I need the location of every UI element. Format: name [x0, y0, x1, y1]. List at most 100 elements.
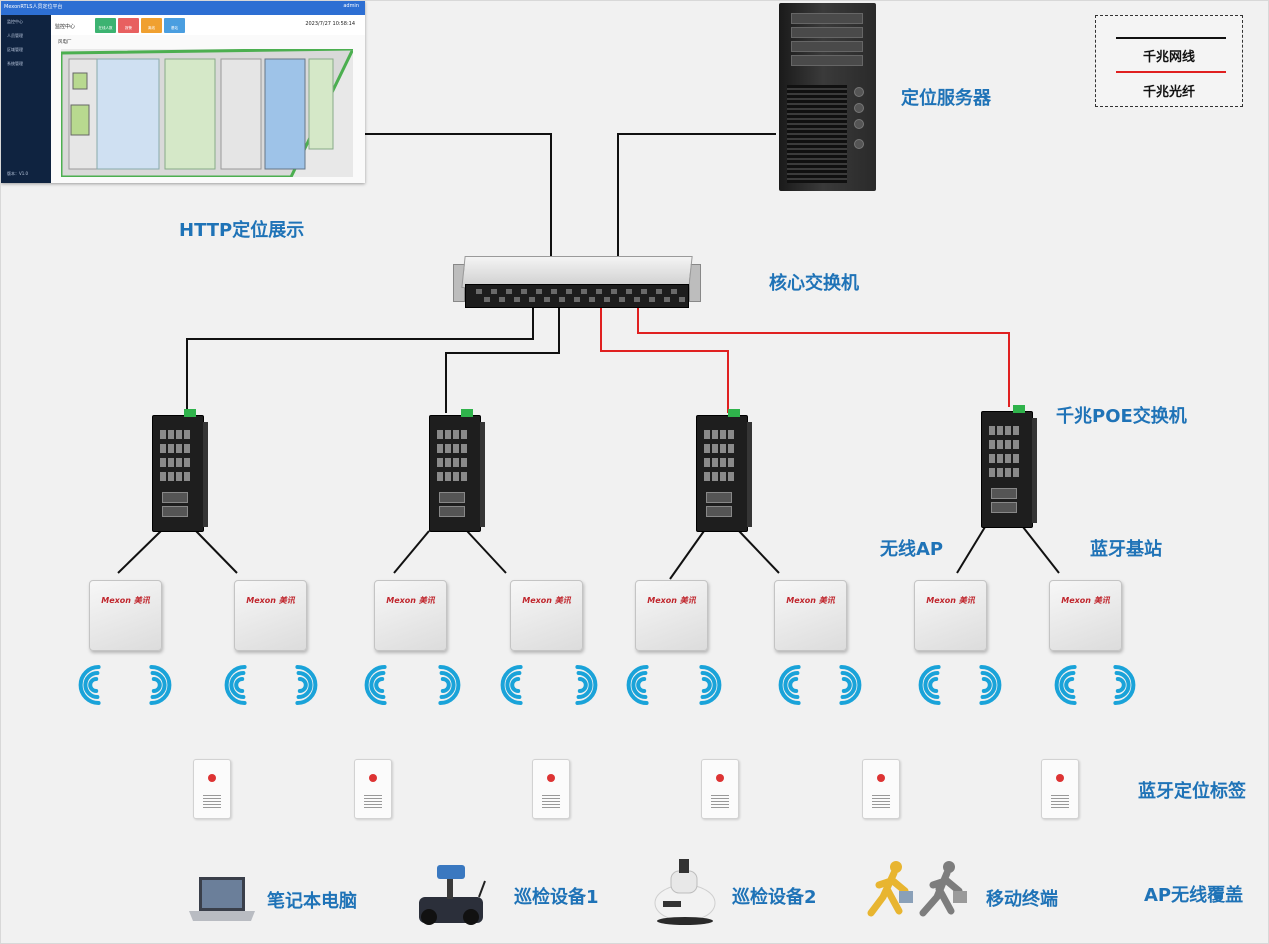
wifi-signal-arc [699, 665, 722, 705]
wireless-ap-1: Mexon 美讯 [89, 580, 162, 651]
wifi-signal-arc [224, 665, 247, 705]
bluetooth-tag-6 [1041, 759, 1079, 819]
dashboard-area-name: 风电厂 [58, 40, 72, 45]
wifi-signal-arc [577, 677, 588, 693]
wifi-signal-arc [980, 671, 997, 699]
wifi-signal-arc [1113, 665, 1136, 705]
bluetooth-tag-5 [862, 759, 900, 819]
wifi-signal-arc [636, 677, 647, 693]
wifi-signal-arc [631, 671, 648, 699]
poe-switch-4 [981, 405, 1037, 528]
wifi-signal-arc [364, 665, 387, 705]
dashboard-header-title: 监控中心 [55, 24, 76, 30]
link-dashboard-core [365, 133, 552, 263]
dashboard-footer: 版本：V1.0 [7, 171, 29, 176]
wifi-signal-arc [918, 665, 941, 705]
bluetooth-tag-3 [532, 759, 570, 819]
link-poe2-ap3 [393, 530, 430, 574]
wifi-signal-arc [78, 665, 101, 705]
wifi-signal-arc [626, 665, 649, 705]
wireless-ap-4: Mexon 美讯 [510, 580, 583, 651]
wifi-signal-arc [500, 665, 523, 705]
dashboard-title: MexonRTLS人员定位平台 [4, 4, 63, 10]
wifi-signal-arc [234, 677, 245, 693]
label-laptop: 笔记本电脑 [267, 891, 357, 912]
bluetooth-tag-1 [193, 759, 231, 819]
label-inspection-1: 巡检设备1 [514, 887, 599, 908]
wifi-signal-arc [576, 671, 593, 699]
dashboard-menu-item: 区域管理 [7, 47, 23, 52]
dashboard-time: 2023/7/27 10:58:14 [305, 21, 355, 27]
link-poe3-ap5 [669, 530, 705, 580]
location-server-tower [779, 3, 876, 191]
label-core-switch: 核心交换机 [769, 273, 859, 294]
link-server-core [617, 133, 776, 263]
wifi-signal-arc [297, 677, 308, 693]
link-poe3-ap6 [738, 530, 780, 574]
label-bluetooth-station: 蓝牙基站 [1090, 539, 1162, 560]
wifi-signal-arc [149, 665, 172, 705]
wifi-signal-arc [1054, 665, 1077, 705]
wifi-signal-arc [88, 677, 99, 693]
label-location-server: 定位服务器 [901, 88, 991, 109]
wifi-signal-arc [1059, 671, 1076, 699]
legend-ethernet-line [1116, 37, 1226, 39]
ap-coverage-signals [78, 665, 1136, 705]
label-bluetooth-tag: 蓝牙定位标签 [1138, 781, 1246, 802]
dashboard-menu-item: 系统管理 [7, 61, 23, 66]
wifi-signal-arc [923, 671, 940, 699]
inspection-robot-1-icon [419, 865, 486, 925]
label-http-display: HTTP定位展示 [179, 220, 305, 241]
wifi-signal-arc [440, 677, 451, 693]
wifi-signal-arc [83, 671, 100, 699]
wifi-signal-arc [1115, 677, 1126, 693]
dashboard-stat-pill: 基站 [164, 18, 185, 33]
poe-switch-3 [696, 409, 752, 532]
dashboard-topbar: MexonRTLS人员定位平台 admin [1, 1, 365, 15]
wifi-signal-arc [151, 677, 162, 693]
wifi-signal-arc [778, 665, 801, 705]
dashboard-menu-item: 监控中心 [7, 19, 23, 24]
wifi-signal-arc [369, 671, 386, 699]
wifi-signal-arc [438, 665, 461, 705]
wifi-signal-arc [150, 671, 167, 699]
dashboard-stat-pill: 离线 [141, 18, 162, 33]
link-core-poe-4 [637, 306, 1010, 407]
wifi-signal-arc [1064, 677, 1075, 693]
site-map [59, 47, 356, 179]
wifi-signal-arc [505, 671, 522, 699]
wifi-signal-arc [510, 677, 521, 693]
mobile-terminal-people-icon [867, 861, 967, 917]
link-poe1-ap2 [195, 530, 238, 574]
link-poe1-ap1 [117, 530, 162, 574]
laptop-icon [189, 877, 255, 921]
wifi-signal-arc [296, 671, 313, 699]
poe-switch-2 [429, 409, 485, 532]
dashboard-menu-item: 人员管理 [7, 33, 23, 38]
label-poe-switch: 千兆POE交换机 [1056, 406, 1187, 427]
core-switch-device [453, 256, 701, 308]
wifi-signal-arc [788, 677, 799, 693]
legend-fiber-label: 千兆光纤 [1142, 85, 1195, 100]
wifi-signal-arc [981, 677, 992, 693]
dashboard-user: admin [343, 3, 359, 9]
legend-fiber-line [1116, 71, 1226, 73]
site-map-drawing [59, 47, 356, 179]
dashboard-header: 监控中心 在线人数 报警 离线 基站 2023/7/27 10:58:14 [51, 15, 365, 35]
legend: 千兆网线 千兆光纤 [1095, 15, 1243, 107]
wireless-ap-3: Mexon 美讯 [374, 580, 447, 651]
label-wireless-ap: 无线AP [880, 539, 944, 560]
wifi-signal-arc [841, 677, 852, 693]
dashboard-sidebar: 监控中心 人员管理 区域管理 系统管理 版本：V1.0 [1, 15, 51, 183]
label-ap-coverage: AP无线覆盖 [1144, 885, 1244, 906]
wifi-signal-arc [374, 677, 385, 693]
link-poe2-ap4 [466, 530, 507, 574]
legend-ethernet-label: 千兆网线 [1142, 50, 1195, 65]
wifi-signal-arc [928, 677, 939, 693]
wifi-signal-arc [700, 671, 717, 699]
wifi-signal-arc [439, 671, 456, 699]
wifi-signal-arc [783, 671, 800, 699]
link-core-poe-3 [600, 306, 729, 413]
